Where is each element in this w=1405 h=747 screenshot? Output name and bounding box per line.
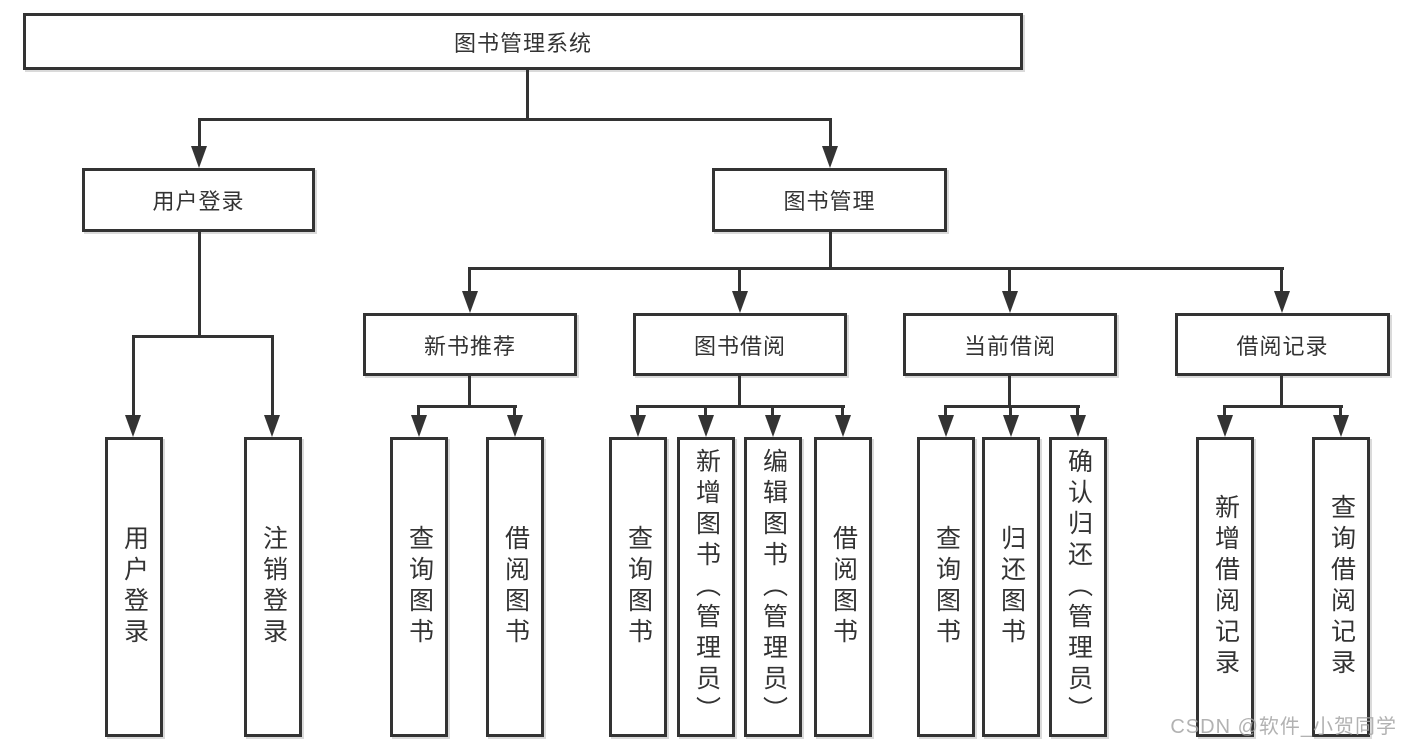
leaf-return-book-label: 归还图书 bbox=[997, 525, 1026, 649]
leaf-borrow-book-borrow: 借阅图书 bbox=[814, 437, 872, 737]
node-root-label: 图书管理系统 bbox=[453, 30, 592, 56]
csdn-watermark: CSDN @软件_小贺同学 bbox=[1170, 716, 1397, 738]
leaf-query-book-newbook-label: 查询图书 bbox=[405, 525, 434, 649]
arrow-down-icon bbox=[822, 146, 838, 168]
arrow-down-icon bbox=[835, 415, 851, 437]
leaf-user-login-label: 用户登录 bbox=[120, 525, 149, 649]
connector-vertical-line bbox=[944, 405, 947, 419]
leaf-add-borrow-record-label: 新增借阅记录 bbox=[1211, 494, 1240, 680]
connector-vertical-line bbox=[526, 70, 529, 120]
connector-vertical-line bbox=[468, 376, 471, 407]
node-book-management-label: 图书管理 bbox=[783, 189, 876, 214]
connector-vertical-line bbox=[1223, 405, 1226, 419]
connector-vertical-line bbox=[468, 267, 471, 293]
arrow-down-icon bbox=[125, 415, 141, 437]
leaf-query-book-borrow: 查询图书 bbox=[609, 437, 667, 737]
arrow-down-icon bbox=[698, 415, 714, 437]
arrow-down-icon bbox=[1070, 415, 1086, 437]
arrow-down-icon bbox=[732, 291, 748, 313]
node-current-borrow: 当前借阅 bbox=[903, 313, 1117, 376]
connector-vertical-line bbox=[198, 232, 201, 336]
leaf-add-borrow-record: 新增借阅记录 bbox=[1196, 437, 1254, 737]
node-current-borrow-label: 当前借阅 bbox=[963, 333, 1056, 359]
connector-vertical-line bbox=[513, 405, 516, 419]
connector-vertical-line bbox=[738, 376, 741, 407]
connector-vertical-line bbox=[771, 405, 774, 419]
node-user-login: 用户登录 bbox=[82, 168, 315, 232]
node-borrow-record: 借阅记录 bbox=[1175, 313, 1390, 376]
arrow-down-icon bbox=[191, 146, 207, 168]
leaf-edit-book-admin: 编辑图书（管理员） bbox=[744, 437, 802, 737]
leaf-user-login: 用户登录 bbox=[105, 437, 163, 737]
arrow-down-icon bbox=[1003, 415, 1019, 437]
connector-vertical-line bbox=[271, 335, 274, 417]
connector-vertical-line bbox=[132, 335, 135, 417]
leaf-return-book: 归还图书 bbox=[982, 437, 1040, 737]
leaf-borrow-book-newbook: 借阅图书 bbox=[486, 437, 544, 737]
connector-horizontal-line bbox=[132, 335, 274, 338]
connector-vertical-line bbox=[1008, 267, 1011, 293]
connector-vertical-line bbox=[1009, 405, 1012, 419]
arrow-down-icon bbox=[938, 415, 954, 437]
connector-vertical-line bbox=[1076, 405, 1079, 419]
leaf-confirm-return-admin-label: 确认归还（管理员） bbox=[1064, 447, 1093, 727]
arrow-down-icon bbox=[462, 291, 478, 313]
connector-horizontal-line bbox=[636, 405, 845, 408]
connector-vertical-line bbox=[738, 267, 741, 293]
leaf-add-book-admin-label: 新增图书（管理员） bbox=[692, 447, 721, 727]
arrow-down-icon bbox=[1333, 415, 1349, 437]
connector-horizontal-line bbox=[1223, 405, 1343, 408]
leaf-borrow-book-newbook-label: 借阅图书 bbox=[501, 525, 530, 649]
connector-vertical-line bbox=[841, 405, 844, 419]
leaf-query-book-current: 查询图书 bbox=[917, 437, 975, 737]
connector-vertical-line bbox=[829, 232, 832, 268]
arrow-down-icon bbox=[264, 415, 280, 437]
arrow-down-icon bbox=[1217, 415, 1233, 437]
connector-horizontal-line bbox=[944, 405, 1080, 408]
connector-vertical-line bbox=[417, 405, 420, 419]
arrow-down-icon bbox=[1002, 291, 1018, 313]
connector-vertical-line bbox=[1008, 376, 1011, 407]
node-new-book-recommend: 新书推荐 bbox=[363, 313, 577, 376]
leaf-edit-book-admin-label: 编辑图书（管理员） bbox=[759, 447, 788, 727]
connector-vertical-line bbox=[1339, 405, 1342, 419]
leaf-add-book-admin: 新增图书（管理员） bbox=[677, 437, 735, 737]
connector-vertical-line bbox=[198, 118, 201, 150]
leaf-borrow-book-borrow-label: 借阅图书 bbox=[829, 525, 858, 649]
node-new-book-recommend-label: 新书推荐 bbox=[423, 333, 516, 359]
arrow-down-icon bbox=[507, 415, 523, 437]
leaf-query-book-newbook: 查询图书 bbox=[390, 437, 448, 737]
connector-horizontal-line bbox=[198, 118, 832, 121]
arrow-down-icon bbox=[765, 415, 781, 437]
arrow-down-icon bbox=[630, 415, 646, 437]
node-book-borrow: 图书借阅 bbox=[633, 313, 847, 376]
connector-vertical-line bbox=[829, 118, 832, 150]
connector-vertical-line bbox=[704, 405, 707, 419]
arrow-down-icon bbox=[411, 415, 427, 437]
connector-vertical-line bbox=[1280, 267, 1283, 293]
leaf-logout-label: 注销登录 bbox=[259, 525, 288, 649]
leaf-confirm-return-admin: 确认归还（管理员） bbox=[1049, 437, 1107, 737]
arrow-down-icon bbox=[1274, 291, 1290, 313]
connector-vertical-line bbox=[636, 405, 639, 419]
node-book-management: 图书管理 bbox=[712, 168, 947, 232]
node-borrow-record-label: 借阅记录 bbox=[1236, 333, 1329, 359]
node-book-borrow-label: 图书借阅 bbox=[693, 333, 786, 359]
leaf-logout: 注销登录 bbox=[244, 437, 302, 737]
leaf-query-borrow-record: 查询借阅记录 bbox=[1312, 437, 1370, 737]
node-user-login-label: 用户登录 bbox=[152, 189, 245, 214]
leaf-query-borrow-record-label: 查询借阅记录 bbox=[1327, 494, 1356, 680]
connector-vertical-line bbox=[1280, 376, 1283, 407]
leaf-query-book-borrow-label: 查询图书 bbox=[624, 525, 653, 649]
node-root: 图书管理系统 bbox=[23, 13, 1023, 70]
connector-horizontal-line bbox=[468, 267, 1284, 270]
leaf-query-book-current-label: 查询图书 bbox=[932, 525, 961, 649]
connector-horizontal-line bbox=[417, 405, 517, 408]
